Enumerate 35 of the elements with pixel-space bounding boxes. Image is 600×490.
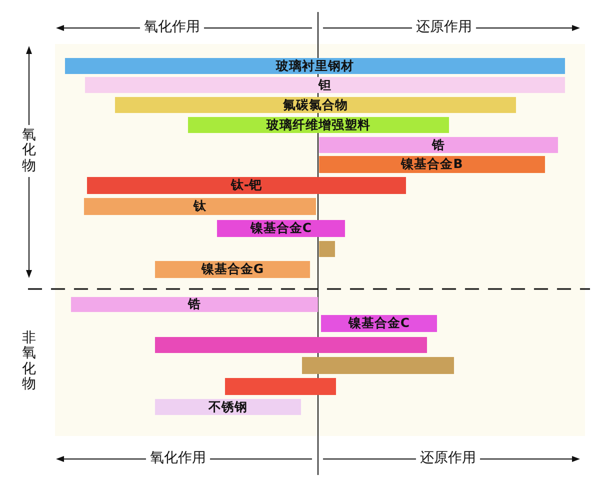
bar-label: 镍基合金C	[348, 317, 410, 330]
empty-bar	[319, 241, 335, 257]
range-bar	[87, 177, 406, 194]
range-bar	[319, 156, 545, 173]
range-bar	[321, 315, 437, 332]
bar-label: 不锈钢	[208, 400, 248, 414]
bar-label: 钛-钯	[230, 179, 262, 192]
empty-bar	[225, 378, 336, 395]
empty-bar	[155, 337, 427, 353]
range-bar	[188, 117, 449, 133]
bar-label: 锆	[432, 138, 445, 152]
axis-label: 氧化物	[22, 125, 36, 178]
range-bar	[217, 220, 345, 237]
direction-label: 还原作用	[416, 451, 480, 465]
bar-label: 镍基合金B	[401, 158, 463, 171]
bar-label: 氟碳氯合物	[283, 98, 348, 112]
range-bar	[115, 97, 516, 113]
bar-label: 玻璃纤维增强塑料	[266, 118, 370, 132]
bar-label: 钽	[318, 78, 332, 92]
range-bar	[155, 399, 301, 415]
bar-label: 锆	[188, 298, 201, 311]
bar-label: 镍基合金G	[201, 263, 264, 276]
range-bar	[155, 261, 310, 278]
range-bar	[85, 77, 565, 93]
direction-label: 还原作用	[412, 20, 476, 34]
direction-label: 氧化作用	[140, 20, 204, 34]
range-bar	[71, 297, 318, 312]
bar-label: 钛	[194, 200, 206, 213]
range-bar	[84, 198, 316, 215]
direction-label: 氧化作用	[146, 451, 210, 465]
range-bar	[65, 58, 565, 74]
empty-bar	[302, 357, 454, 374]
bar-label: 玻璃衬里钢材	[276, 60, 354, 72]
bar-label: 镍基合金C	[250, 222, 312, 235]
range-bar	[319, 137, 558, 153]
